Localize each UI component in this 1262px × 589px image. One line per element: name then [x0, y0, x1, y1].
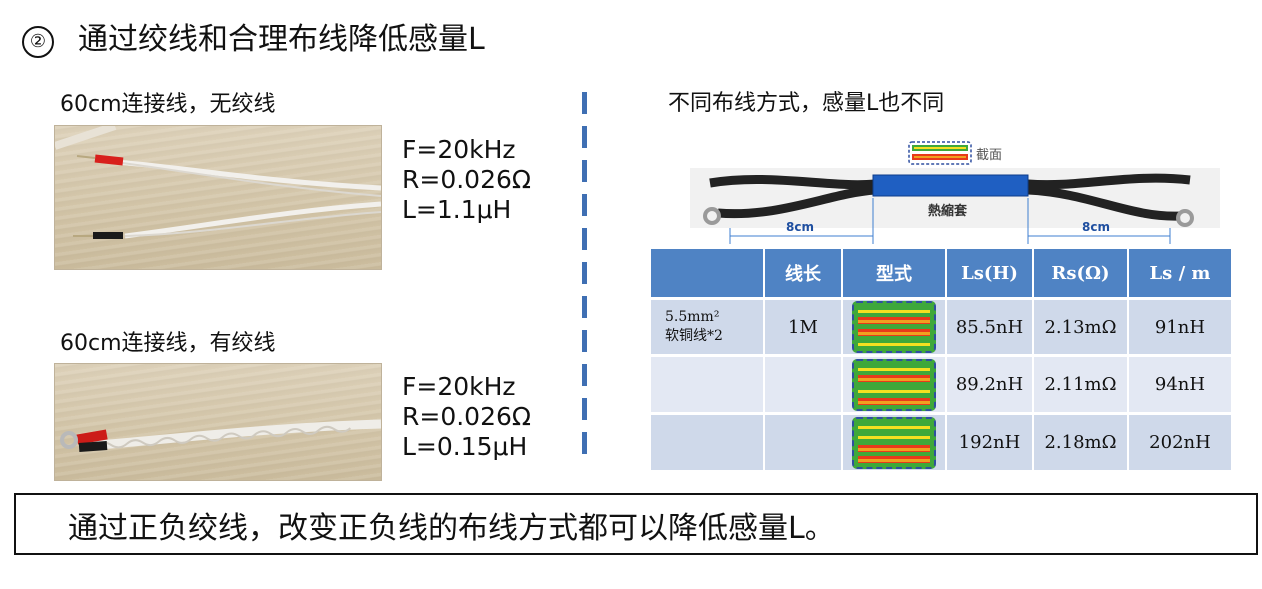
resistance-value: R=0.026Ω [402, 165, 531, 194]
inductance-value: L=1.1μH [402, 195, 512, 224]
freq-value: F=20kHz [402, 135, 516, 164]
type-cell [842, 298, 947, 357]
title-text: 通过绞线和合理布线降低感量L [78, 22, 485, 57]
rs-cell: 2.13mΩ [1033, 298, 1129, 357]
ls-per-m-cell: 91nH [1128, 298, 1233, 357]
page-title: ② 通过绞线和合理布线降低感量L [22, 14, 485, 58]
table-row: 89.2nH 2.11mΩ 94nH [651, 355, 1233, 415]
material-cell [651, 355, 765, 415]
length-cell: 1M [764, 298, 843, 357]
ls-cell: 85.5nH [946, 298, 1034, 357]
wiring-pattern-grouped-icon [852, 416, 936, 469]
length-cell [764, 413, 843, 473]
header-ls-per-m: Ls / m [1128, 249, 1233, 300]
type-cell [842, 355, 947, 415]
inductance-table: 线长 型式 Ls(H) Rs(Ω) Ls / m 5.5mm² 软铜线*2 1M… [651, 249, 1233, 473]
type-cell [842, 413, 947, 473]
freq-value: F=20kHz [402, 372, 516, 401]
table-row: 192nH 2.18mΩ 202nH [651, 413, 1233, 473]
table-row: 5.5mm² 软铜线*2 1M 85.5nH 2.13mΩ 91nH [651, 298, 1233, 357]
header-material [651, 249, 765, 300]
right-length-label: 8cm [1082, 220, 1110, 234]
ls-cell: 89.2nH [946, 355, 1034, 415]
inductance-value: L=0.15μH [402, 432, 528, 461]
left-length-label: 8cm [786, 220, 814, 234]
params-twisted: F=20kHz R=0.026Ω L=0.15μH [402, 372, 531, 462]
table-header-row: 线长 型式 Ls(H) Rs(Ω) Ls / m [651, 249, 1233, 300]
photo-untwisted-cable [54, 125, 382, 270]
params-untwisted: F=20kHz R=0.026Ω L=1.1μH [402, 135, 531, 225]
ls-per-m-cell: 202nH [1128, 413, 1233, 473]
rs-cell: 2.11mΩ [1033, 355, 1129, 415]
right-title: 不同布线方式，感量L也不同 [668, 91, 945, 116]
wiring-pattern-stacked-icon [852, 301, 936, 353]
header-rs: Rs(Ω) [1033, 249, 1129, 300]
photo-twisted-cable [54, 363, 382, 481]
material-cell [651, 413, 765, 473]
cross-section-label: 截面 [976, 148, 1003, 163]
cable-diagram: 截面 熱縮套 8cm 8cm [690, 138, 1220, 248]
caption-twisted: 60cm连接线，有绞线 [60, 331, 276, 356]
cable-layout-drawing [690, 141, 1220, 244]
section-divider [582, 92, 587, 462]
rs-cell: 2.18mΩ [1033, 413, 1129, 473]
material-cell: 5.5mm² 软铜线*2 [651, 298, 765, 357]
section-number: ② [22, 26, 54, 58]
conclusion-box [14, 493, 1258, 555]
header-type: 型式 [842, 249, 947, 300]
cross-section-icon [908, 141, 972, 165]
conclusion-text: 通过正负绞线，改变正负线的布线方式都可以降低感量L。 [68, 511, 835, 546]
resistance-value: R=0.026Ω [402, 402, 531, 431]
wiring-pattern-alternating-icon [852, 358, 936, 411]
ls-cell: 192nH [946, 413, 1034, 473]
heat-shrink-label: 熱縮套 [928, 204, 968, 219]
caption-untwisted: 60cm连接线，无绞线 [60, 92, 276, 117]
header-length: 线长 [764, 249, 843, 300]
length-cell [764, 355, 843, 415]
untwisted-cable-drawing [55, 126, 381, 239]
twisted-cable-drawing [60, 419, 381, 452]
header-ls: Ls(H) [946, 249, 1034, 300]
ls-per-m-cell: 94nH [1128, 355, 1233, 415]
